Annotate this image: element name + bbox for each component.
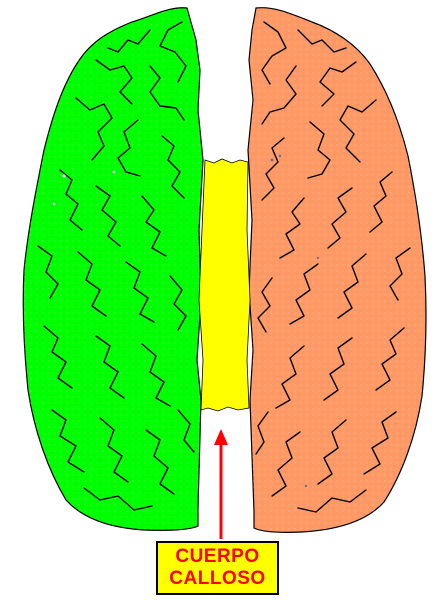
corpus-callosum-label: CUERPO CALLOSO [156, 541, 279, 595]
label-line-1: CUERPO [175, 546, 259, 568]
label-line-2: CALLOSO [169, 568, 265, 590]
right-hemisphere [248, 8, 426, 533]
arrow-head [214, 429, 228, 445]
corpus-callosum [199, 159, 250, 411]
arrow [214, 429, 228, 539]
left-hemisphere [23, 8, 203, 531]
